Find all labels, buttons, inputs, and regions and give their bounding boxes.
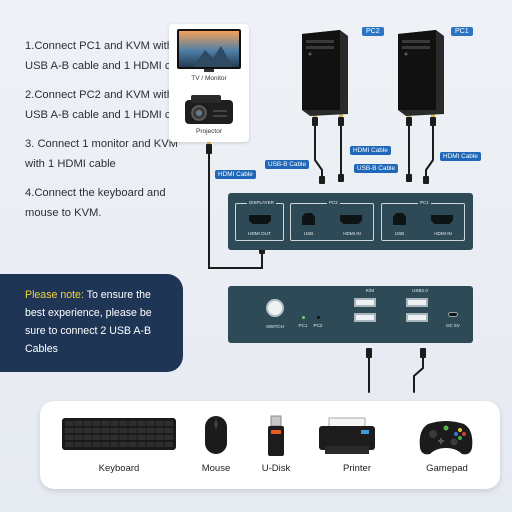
monitor-icon bbox=[177, 29, 241, 72]
pc2-tower-icon bbox=[302, 30, 348, 116]
pc1-usb-label: USB bbox=[394, 231, 405, 236]
dc-port-icon bbox=[448, 312, 458, 317]
projector-label: Projector bbox=[195, 128, 222, 135]
displayer-title: DISPLAYER bbox=[247, 200, 276, 205]
pc2-led-label: PC2 bbox=[313, 323, 323, 328]
usb2-label: USB2.0 bbox=[412, 288, 428, 293]
pc2-hdmi-in-label: HDMI IN bbox=[343, 231, 361, 236]
step-1: 1.Connect PC1 and KVM with 1 USB A-B cab… bbox=[25, 40, 195, 72]
keyboard-icon bbox=[62, 418, 176, 450]
gamepad-label: Gamepad bbox=[426, 463, 468, 474]
pc1-hdmi-in-label: HDMI IN bbox=[434, 231, 452, 236]
usb-b-cable-tag-pc2: USB-B Cable bbox=[265, 160, 310, 169]
pc1-port-group: PC1 USB HDMI IN bbox=[381, 200, 465, 241]
km-usb-port-1-icon bbox=[354, 298, 376, 307]
hdmi-cable-monitor bbox=[208, 151, 263, 269]
pc2-usb-b-port-icon bbox=[302, 213, 315, 225]
keyboard-label: Keyboard bbox=[98, 463, 140, 474]
hdmi-out-port-icon bbox=[249, 215, 271, 224]
kvm-switch-back-panel: SWITCH PC1 PC2 K/M USB2.0 DC 5V bbox=[228, 286, 473, 343]
kvm-switch-front-panel: DISPLAYER HDMI OUT PC2 USB HDMI IN PC1 U… bbox=[228, 193, 473, 250]
gamepad-icon bbox=[419, 421, 473, 455]
instructions: 1.Connect PC1 and KVM with 1 USB A-B cab… bbox=[25, 36, 195, 232]
u-disk-icon bbox=[268, 415, 284, 456]
hdmi-cable-tag-pc2: HDMI Cable bbox=[350, 146, 391, 155]
display-devices-card: TV / Monitor Projector bbox=[169, 24, 249, 142]
monitor-label: TV / Monitor bbox=[191, 75, 227, 82]
switch-label: SWITCH bbox=[265, 324, 285, 329]
step-4: 4.Connect the keyboard and mouse to KVM. bbox=[25, 187, 166, 219]
pc2-usb-label: USB bbox=[303, 231, 314, 236]
km-label: K/M bbox=[365, 288, 375, 293]
usb-cable-mouse bbox=[413, 354, 424, 393]
usb-b-cable-tag-pc1: USB-B Cable bbox=[354, 164, 399, 173]
note-text: To ensure the best experience, please be… bbox=[25, 289, 152, 355]
note-box: Please note: To ensure the best experien… bbox=[0, 274, 183, 372]
displayer-port-group: DISPLAYER HDMI OUT bbox=[235, 200, 284, 241]
hdmi-cable-tag-pc1: HDMI Cable bbox=[440, 152, 481, 161]
usb2-port-2-icon bbox=[406, 313, 428, 322]
pc1-usb-b-port-icon bbox=[393, 213, 406, 225]
step-2: 2.Connect PC2 and KVM with 1 USB A-B cab… bbox=[25, 89, 195, 121]
dc-label: DC 5V bbox=[446, 323, 460, 328]
pc2-group-title: PC2 bbox=[327, 200, 340, 205]
hdmi-cable-pc1 bbox=[425, 121, 434, 181]
pc1-badge: PC1 bbox=[451, 27, 473, 36]
pc1-led-icon bbox=[302, 316, 305, 319]
projector-icon bbox=[185, 95, 233, 124]
pc2-port-group: PC2 USB HDMI IN bbox=[290, 200, 374, 241]
pc2-hdmi-in-port-icon bbox=[340, 215, 362, 224]
hdmi-cable-tag-monitor: HDMI Cable bbox=[215, 170, 256, 179]
pc2-led-icon bbox=[317, 316, 320, 319]
step-3: 3. Connect 1 monitor and KVM with 1 HDMI… bbox=[25, 138, 178, 170]
mouse-label: Mouse bbox=[201, 463, 231, 474]
mouse-icon bbox=[205, 416, 227, 454]
usb-cable-pc2 bbox=[314, 121, 323, 181]
pc1-led-label: PC1 bbox=[298, 323, 308, 328]
hdmi-out-label: HDMI OUT bbox=[248, 231, 271, 236]
printer-icon bbox=[319, 417, 375, 454]
switch-button[interactable] bbox=[266, 299, 284, 317]
printer-label: Printer bbox=[343, 463, 371, 474]
pc1-hdmi-in-port-icon bbox=[431, 215, 453, 224]
pc1-tower-icon bbox=[398, 30, 444, 116]
note-highlight: Please note: bbox=[25, 289, 84, 301]
usb2-port-1-icon bbox=[406, 298, 428, 307]
pc1-group-title: PC1 bbox=[418, 200, 431, 205]
pc2-badge: PC2 bbox=[362, 27, 384, 36]
u-disk-label: U-Disk bbox=[261, 463, 291, 474]
km-usb-port-2-icon bbox=[354, 313, 376, 322]
